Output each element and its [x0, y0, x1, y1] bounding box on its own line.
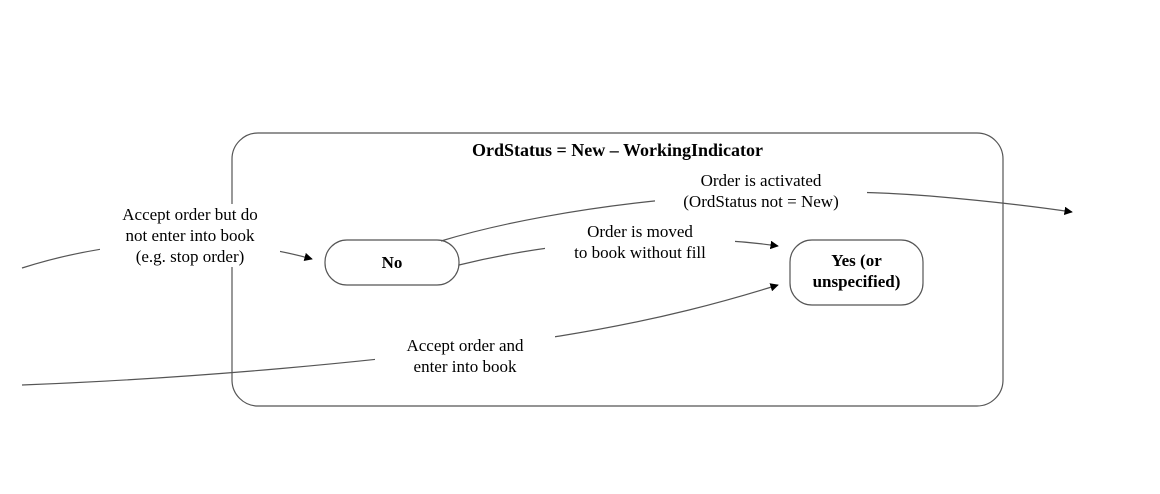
edge-label-accept-enter-book: Accept order and enter into book [375, 335, 555, 377]
state-box-yes[interactable] [789, 239, 924, 306]
state-box-no[interactable] [324, 239, 460, 286]
edge-label-accept-not-in-book: Accept order but do not enter into book … [100, 204, 280, 267]
state-label-yes: Yes (or unspecified) [812, 251, 901, 291]
edge-label-order-activated: Order is activated (OrdStatus not = New) [655, 170, 867, 212]
container-title: OrdStatus = New – WorkingIndicator [472, 140, 763, 160]
state-label-no: No [381, 253, 403, 272]
container-boundary [231, 132, 1004, 407]
edge-label-order-moved-to-book: Order is moved to book without fill [545, 221, 735, 263]
